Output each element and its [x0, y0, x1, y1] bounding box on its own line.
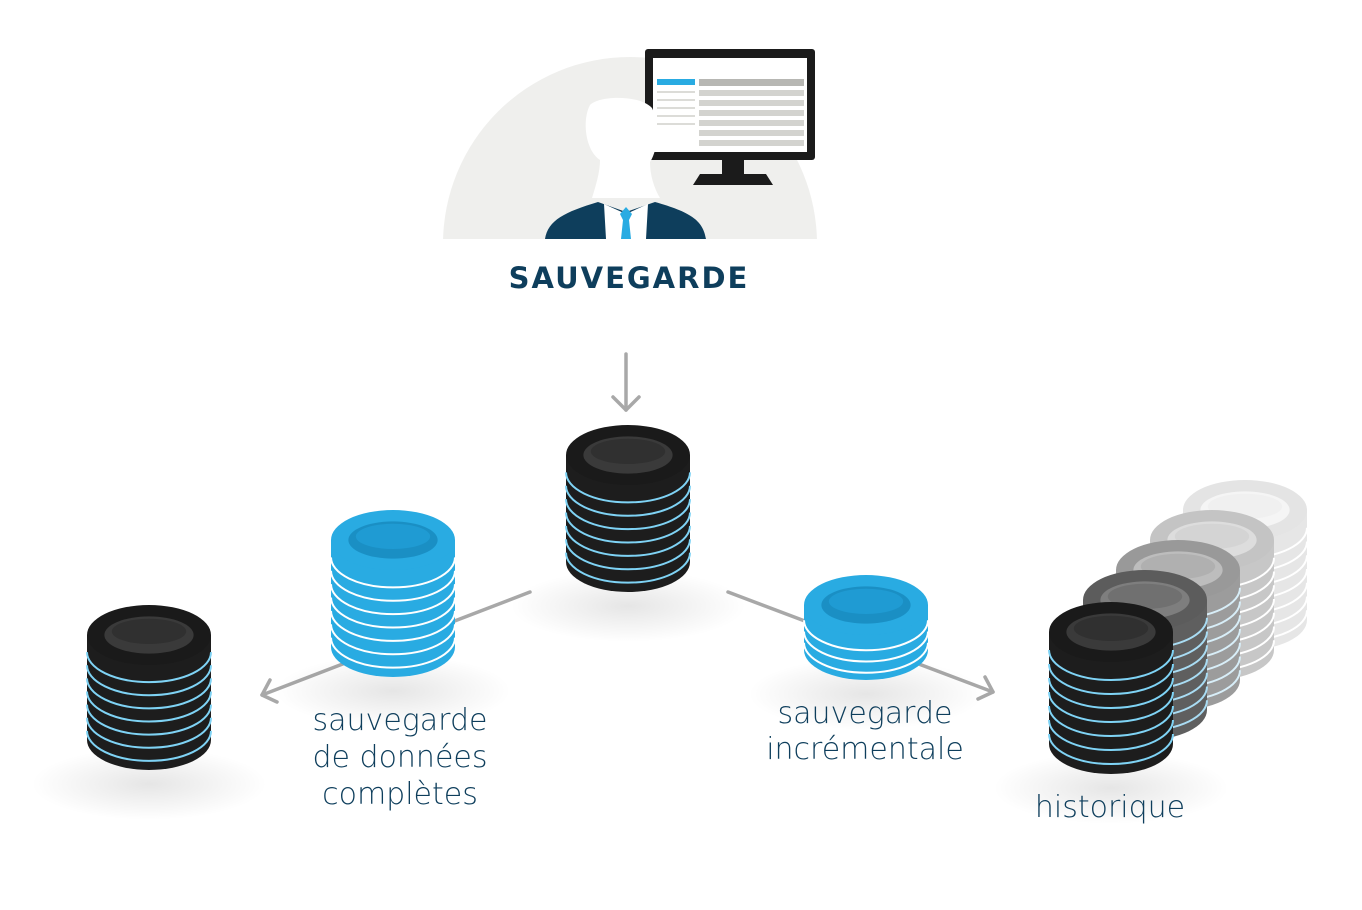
stack-stripe — [1048, 677, 1174, 709]
stack-shadow — [275, 655, 511, 727]
database-stacks — [31, 425, 1308, 824]
stack-shadow — [31, 748, 267, 820]
stack-stripe — [1048, 733, 1174, 765]
stack-stripe — [1048, 691, 1174, 723]
stack-top-highlight — [111, 618, 187, 645]
stack-stripe — [565, 539, 691, 571]
stack-stripe — [330, 557, 456, 589]
stack-top-highlight — [590, 438, 666, 464]
diagram-title: SAUVEGARDE — [508, 261, 750, 295]
label-incremental-backup: sauvegarde incrémentale — [745, 696, 985, 768]
stack-top-highlight — [355, 523, 431, 550]
source-stack — [510, 425, 746, 642]
stack-shadow — [510, 570, 746, 642]
stack-body — [87, 635, 211, 770]
stack-body — [566, 455, 690, 592]
stack-shadow — [748, 658, 984, 730]
stack-stripe — [565, 472, 691, 504]
stack-stripe — [803, 620, 929, 652]
label-history: historique — [1034, 790, 1186, 825]
user-workstation — [443, 49, 817, 239]
stack-stripe — [1048, 663, 1174, 695]
incremental-blue-stack — [748, 575, 984, 730]
stack-stripe — [330, 570, 456, 602]
arrow-down-icon — [611, 352, 641, 412]
stack-shadow — [993, 752, 1229, 824]
stack-stripe — [565, 552, 691, 584]
stack-body — [331, 540, 455, 677]
stack-stripe — [565, 525, 691, 557]
stack-stripe — [803, 642, 929, 674]
stack-stripe — [330, 597, 456, 629]
full-backup-stack — [31, 605, 267, 820]
label-full-line-2: de données — [312, 740, 488, 775]
stack-top-highlight — [1073, 615, 1149, 642]
stack-stripe — [330, 610, 456, 642]
stack-body — [1049, 632, 1173, 774]
stack-stripe — [565, 499, 691, 531]
label-incremental-line-1: sauvegarde — [777, 696, 953, 731]
monitor-icon — [645, 49, 815, 185]
stack-stripe — [86, 652, 212, 684]
full-backup-blue-stack — [275, 510, 511, 727]
stack-stripe — [565, 512, 691, 544]
stack-stripe — [86, 665, 212, 697]
stack-top-highlight — [1107, 583, 1183, 610]
stack-stripe — [330, 637, 456, 669]
stack-stripe — [330, 584, 456, 616]
stack-stripe — [86, 691, 212, 723]
stack-stripe — [86, 730, 212, 762]
stack-stripe — [1048, 705, 1174, 737]
stack-top-highlight — [828, 588, 904, 615]
user-silhouette-icon — [545, 97, 706, 239]
stack-stripe — [86, 678, 212, 710]
stack-stripe — [86, 704, 212, 736]
label-full-line-3: complètes — [322, 777, 478, 812]
stack-stripe — [86, 717, 212, 749]
history-stack-1 — [993, 602, 1229, 824]
label-incremental-line-2: incrémentale — [766, 732, 964, 767]
stack-stripe — [1048, 719, 1174, 751]
stack-stripe — [1048, 649, 1174, 681]
label-full-backup: sauvegarde de données complètes — [290, 702, 510, 813]
label-full-line-1: sauvegarde — [312, 703, 488, 738]
stack-stripe — [565, 485, 691, 517]
stack-stripe — [330, 624, 456, 656]
stack-stripe — [803, 631, 929, 663]
